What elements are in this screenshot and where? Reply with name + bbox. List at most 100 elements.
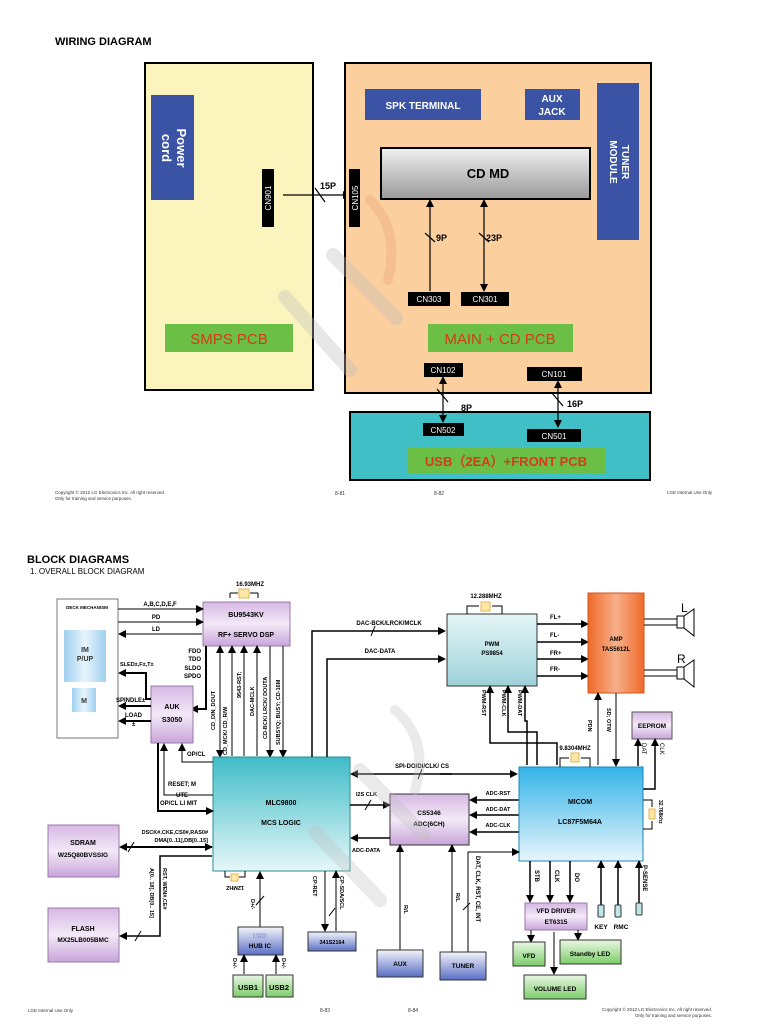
wiring-copyright-1: Copyright © 2012 LG Electronics Inc. All… (55, 489, 165, 495)
sig-pdn: PDN (586, 720, 592, 732)
mlc-crystal-lead-r (239, 871, 246, 878)
sig-adc-clk: ADC-CLK (485, 823, 510, 829)
vfd-label: VFD (523, 953, 536, 960)
flash-name: FLASH (71, 926, 94, 933)
servo-sldo: SLDO (184, 666, 201, 672)
mlc-name: MLC9800 (266, 800, 297, 807)
tuner-module-label: TUNER MODULE (607, 140, 630, 184)
micom-block (518, 766, 644, 862)
spk-terminal-label: SPK TERMINAL (386, 101, 461, 112)
dsp-name: BU9543KV (228, 612, 264, 619)
sig-fr-minus: FR- (550, 667, 560, 673)
block-copyright-2: Only for training and service purposes. (635, 1013, 712, 1018)
usb2-port (265, 974, 294, 998)
micom-crystal2-label: 32.768khz (657, 800, 663, 824)
auk-name: AUK (164, 704, 179, 711)
standby-led-label: Standby LED (570, 951, 611, 958)
cd-md-block (380, 147, 591, 200)
speaker-right-icon (676, 659, 695, 689)
aux-name: AUX (393, 961, 407, 968)
usb-front-pcb-label: USB（2EA）+FRONT PCB (425, 454, 587, 469)
connector-cn501 (527, 429, 581, 442)
speaker-left-label: L (681, 601, 688, 615)
sig-cd-mck: CD_MCK/ CD_R/W (223, 706, 229, 755)
motor-block (72, 688, 96, 712)
usb-hub-name-2: HUB IC (249, 943, 272, 950)
cd-md-label: CD MD (467, 166, 510, 181)
mlc9800-block (212, 756, 351, 872)
pin-8p: 8P (461, 403, 472, 413)
wire-sled (118, 669, 151, 700)
sig-opcl-limit: OP/CL LI MIT (160, 801, 198, 807)
wiring-title: WIRING DIAGRAM (55, 36, 152, 48)
wire-servo-out (190, 646, 207, 713)
main-pcb-tag (428, 324, 573, 352)
standby-led-block (559, 939, 622, 965)
sig-adc-data: ADC-DATA (352, 848, 380, 854)
sig-fl-minus: FL- (550, 633, 559, 639)
sig-pwm-clk: PWM-CLK (500, 690, 506, 717)
connector-cn901 (262, 169, 274, 227)
pickup-label-2: P/UP (77, 656, 94, 663)
micom-crystal2-lead-t (643, 799, 653, 807)
speaker-left-icon (676, 608, 695, 638)
sig-rmc: RMC (614, 924, 629, 931)
sig-psense: P-SENSE (641, 865, 647, 891)
tuner-block (439, 951, 487, 981)
aux-jack-block (525, 89, 580, 120)
pwm-crystal-icon (480, 601, 491, 612)
cp-name: 341S2164 (319, 940, 345, 946)
sig-dac-data: DAC-DATA (365, 649, 396, 655)
aux-jack-label-2: JACK (538, 107, 566, 118)
bus-sdram-slash (127, 841, 135, 853)
watermark-top (278, 195, 403, 377)
sig-pwm-dat: PWM-DAT (516, 690, 522, 717)
micom-crystal-label: 9.8304MHZ (559, 746, 591, 752)
motor-label: M (81, 698, 87, 705)
sig-opcl: OP/CL (187, 752, 206, 758)
sig-dac-bck: DAC-BCK/LRCK/MCLK (356, 621, 422, 627)
spk-terminal-block (365, 89, 481, 120)
cn901-label: CN901 (264, 185, 273, 210)
micom-name: MICOM (568, 799, 592, 806)
smps-pcb-tag (165, 324, 293, 352)
cn502-label: CN502 (431, 426, 456, 435)
sig-key: KEY (594, 924, 608, 931)
auk-block (150, 685, 194, 744)
mlc-crystal-label: 12MHZ (225, 884, 244, 890)
wire-pwm-clk (504, 685, 538, 765)
pwm-part: PS9854 (481, 651, 503, 657)
bus-dac-bck-slash (370, 625, 376, 637)
bus-dac-bck (311, 627, 446, 757)
speaker-right-label: R (677, 652, 686, 666)
dsp-crystal-label: 16.93MHZ (236, 582, 264, 588)
svg-text:MODULE: MODULE (607, 140, 618, 184)
sig-tuner-rl: R/L (454, 893, 460, 903)
sig-pwm-rst: PWM-RST (480, 690, 486, 717)
auk-part: S3050 (162, 717, 182, 724)
sig-do: DO (573, 873, 579, 882)
sdram-bus-2: DMA[0..11],DB[0..15] (155, 838, 209, 844)
volume-led-label: VOLUME LED (534, 986, 577, 993)
sig-clk: CLK (553, 870, 559, 883)
cp-341s2164-block (307, 931, 357, 952)
wiring-page-left: 8-81 (335, 491, 345, 497)
wire-usb-d-slash (255, 895, 265, 906)
micom-crystal2-lead-b (643, 821, 653, 830)
sig-i2s-clk: I2S CLK (356, 792, 377, 798)
svg-text:cord: cord (159, 134, 174, 162)
pickup-block (64, 630, 106, 682)
deck-mechanism-label: DECK MECHANISM (66, 605, 108, 610)
usb2-label: USB2 (269, 983, 289, 992)
smps-pcb-label: SMPS PCB (190, 331, 268, 348)
cn501-label: CN501 (542, 432, 567, 441)
sig-abcdef: A,B,C,D,E,F (143, 602, 177, 608)
wire-eeprom-clk (643, 738, 659, 790)
usb-front-pcb-tag (407, 448, 606, 474)
connector-cn105 (349, 169, 360, 227)
sig-cp-sda: CP-SDA/SCL (338, 876, 344, 910)
connector-cn303 (408, 292, 450, 306)
wire-15p-slash (314, 187, 326, 203)
wire-23p-slash (478, 232, 490, 243)
micom-crystal-lead-l (559, 757, 569, 767)
